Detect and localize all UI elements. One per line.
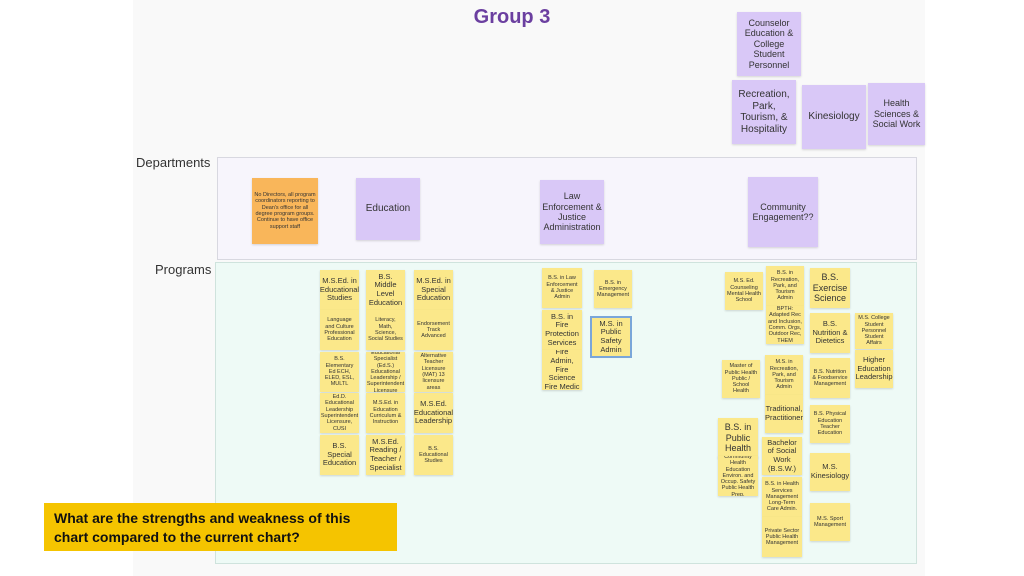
program-sticky-note[interactable]: Alternative Teacher Licensure (MAT) 13 l…	[414, 352, 453, 392]
program-sticky-note[interactable]: M.S.Ed. in Education Curriculum & Instru…	[366, 393, 405, 433]
program-sticky-note[interactable]: B.S. in Fire Protection Services	[542, 310, 582, 350]
program-sticky-note[interactable]: Private Sector Public Health Management	[762, 517, 802, 557]
program-sticky-note[interactable]: Higher Education Leadership	[855, 350, 893, 388]
program-sticky-note[interactable]: B.S. Special Education	[320, 435, 359, 475]
program-sticky-note[interactable]: M.S.Ed. in Educational Studies	[320, 270, 359, 310]
program-sticky-note[interactable]: BPTH: Adapted Rec and Inclusion, Comm. O…	[766, 306, 804, 344]
program-sticky-note[interactable]: M.S. in Recreation, Park, and Tourism Ad…	[765, 355, 803, 395]
programs-label: Programs	[155, 262, 212, 277]
top-sticky-note[interactable]: Recreation, Park, Tourism, & Hospitality	[732, 80, 796, 144]
program-sticky-note[interactable]: B.S. in Recreation, Park, and Tourism Ad…	[766, 266, 804, 306]
program-sticky-note[interactable]: B.S. Physical Education Teacher Educatio…	[810, 405, 850, 443]
board-title: Group 3	[473, 6, 551, 28]
program-sticky-note[interactable]: Master of Public Health Public / School …	[722, 360, 760, 398]
top-sticky-note[interactable]: Counselor Education & College Student Pe…	[737, 12, 801, 76]
program-sticky-note[interactable]: M.S.Ed. in Special Education	[414, 270, 453, 310]
top-sticky-note[interactable]: Health Sciences & Social Work	[868, 83, 925, 145]
program-sticky-note[interactable]: B.S. Nutrition & Foodservice Management	[810, 358, 850, 398]
program-sticky-note[interactable]: Community Health Education Environ. and …	[718, 456, 758, 496]
department-sticky-note[interactable]: Education	[356, 178, 420, 240]
program-sticky-note[interactable]: M.S. Ed. Counseling Mental Health School	[725, 272, 763, 310]
department-sticky-note[interactable]: No Directors, all program coordinators r…	[252, 178, 318, 244]
program-sticky-note[interactable]: Ed.D. Educational Leadership Superintend…	[320, 393, 359, 433]
program-sticky-note[interactable]: Language and Culture Professional Educat…	[320, 310, 359, 350]
program-sticky-note[interactable]: M.S. in Public Safety Admin	[590, 316, 632, 358]
program-sticky-note[interactable]: B.S. Nutrition & Dietetics	[810, 313, 850, 353]
discussion-question: What are the strengths and weakness of t…	[44, 503, 397, 551]
program-sticky-note[interactable]: Traditional, Practitioner	[765, 395, 803, 433]
program-sticky-note[interactable]: M.S. College Student Personnel Student A…	[855, 313, 893, 349]
program-sticky-note[interactable]: Educational Specialist (Ed.S.) Education…	[366, 352, 405, 392]
program-sticky-note[interactable]: M.S. Sport Management	[810, 503, 850, 541]
program-sticky-note[interactable]: B.S. in Emergency Management	[594, 270, 632, 308]
program-sticky-note[interactable]: M.S. Kinesiology	[810, 453, 850, 491]
program-sticky-note[interactable]: Literacy, Math, Science, Social Studies	[366, 310, 405, 350]
program-sticky-note[interactable]: Fire Admin, Fire Science Fire Medic	[542, 350, 582, 390]
departments-label: Departments	[136, 155, 211, 170]
top-sticky-note[interactable]: Kinesiology	[802, 85, 866, 149]
program-sticky-note[interactable]: B.S. in Public Health	[718, 418, 758, 458]
program-sticky-note[interactable]: Bachelor of Social Work (B.S.W.)	[762, 437, 802, 475]
program-sticky-note[interactable]: B.S. in Health Services Management Long-…	[762, 477, 802, 517]
program-sticky-note[interactable]: M.S.Ed. Reading / Teacher / Specialist	[366, 435, 405, 475]
program-sticky-note[interactable]: Endorsement Track Advanced	[414, 310, 453, 350]
program-sticky-note[interactable]: B.S. Middle Level Education	[366, 270, 405, 310]
department-sticky-note[interactable]: Law Enforcement & Justice Administration	[540, 180, 604, 244]
program-sticky-note[interactable]: B.S. Educational Studies	[414, 435, 453, 475]
program-sticky-note[interactable]: B.S. Elementary Ed ECH, ELED, ESL, MULTL	[320, 352, 359, 392]
department-sticky-note[interactable]: Community Engagement??	[748, 177, 818, 247]
program-sticky-note[interactable]: M.S.Ed. Educational Leadership	[414, 393, 453, 433]
program-sticky-note[interactable]: B.S. Exercise Science	[810, 268, 850, 308]
program-sticky-note[interactable]: B.S. in Law Enforcement & Justice Admin	[542, 268, 582, 308]
